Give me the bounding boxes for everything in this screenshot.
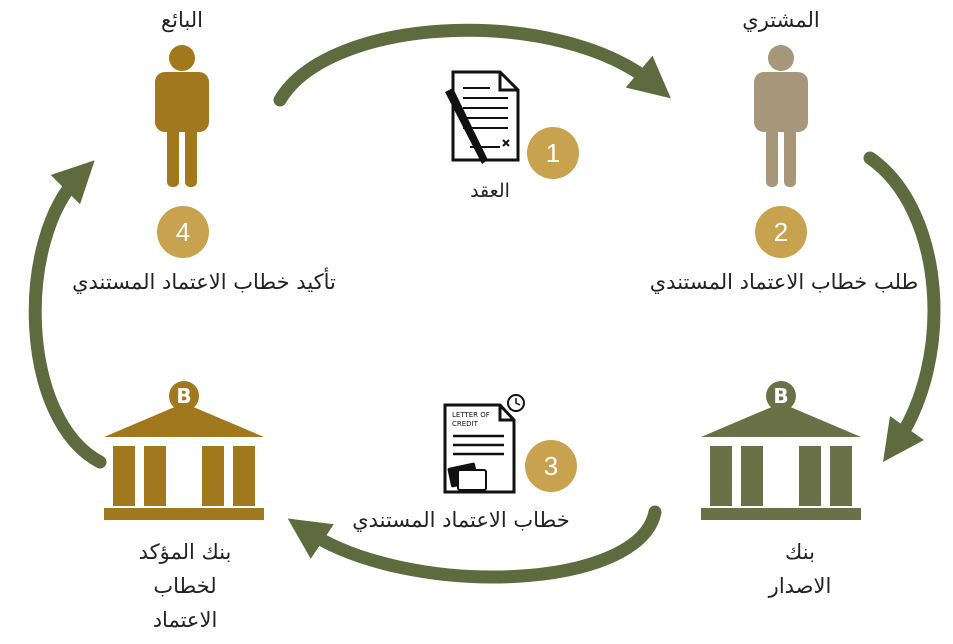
step-2-badge: 2 [755, 206, 807, 258]
issuing-bank-icon: B [701, 381, 861, 520]
seller-person-icon [155, 45, 209, 187]
step-1-badge: 1 [527, 127, 579, 179]
issuing-bank-label-line-2: الاصدار [768, 574, 832, 598]
loc-title-line-2: CREDIT [452, 420, 479, 428]
confirming-bank-icon: B [104, 381, 264, 520]
seller-label: البائع [161, 8, 203, 32]
step-3-badge: 3 [525, 440, 577, 492]
step-1-label: العقد [470, 180, 510, 202]
arrow-seller-to-buyer [273, 23, 671, 107]
arrow-issuing-to-confirming-bank [287, 505, 662, 584]
loc-title-line-1: LETTER OF [452, 411, 490, 419]
contract-icon [445, 70, 520, 164]
step-3-label: خطاب الاعتماد المستندي [352, 508, 570, 532]
step-4-badge: 4 [157, 206, 209, 258]
step-4-label: تأكيد خطاب الاعتماد المستندي [72, 270, 336, 294]
buyer-person-icon [754, 45, 808, 187]
step-2-label: طلب خطاب الاعتماد المستندي [649, 270, 919, 294]
confirming-bank-label-line-3: الاعتماد [152, 608, 218, 632]
letter-of-credit-icon: LETTER OF CREDIT [443, 394, 525, 494]
confirming-bank-symbol: B [176, 384, 191, 408]
confirming-bank-label-line-1: بنك المؤكد [138, 540, 232, 564]
arrow-confirming-bank-to-seller [28, 160, 107, 469]
confirming-bank-label-line-2: لخطاب [153, 574, 217, 598]
issuing-bank-label-line-1: بنك [785, 540, 815, 564]
issuing-bank-symbol: B [773, 384, 788, 408]
buyer-label: المشتري [742, 8, 820, 32]
arrow-buyer-to-issuing-bank [863, 151, 941, 463]
